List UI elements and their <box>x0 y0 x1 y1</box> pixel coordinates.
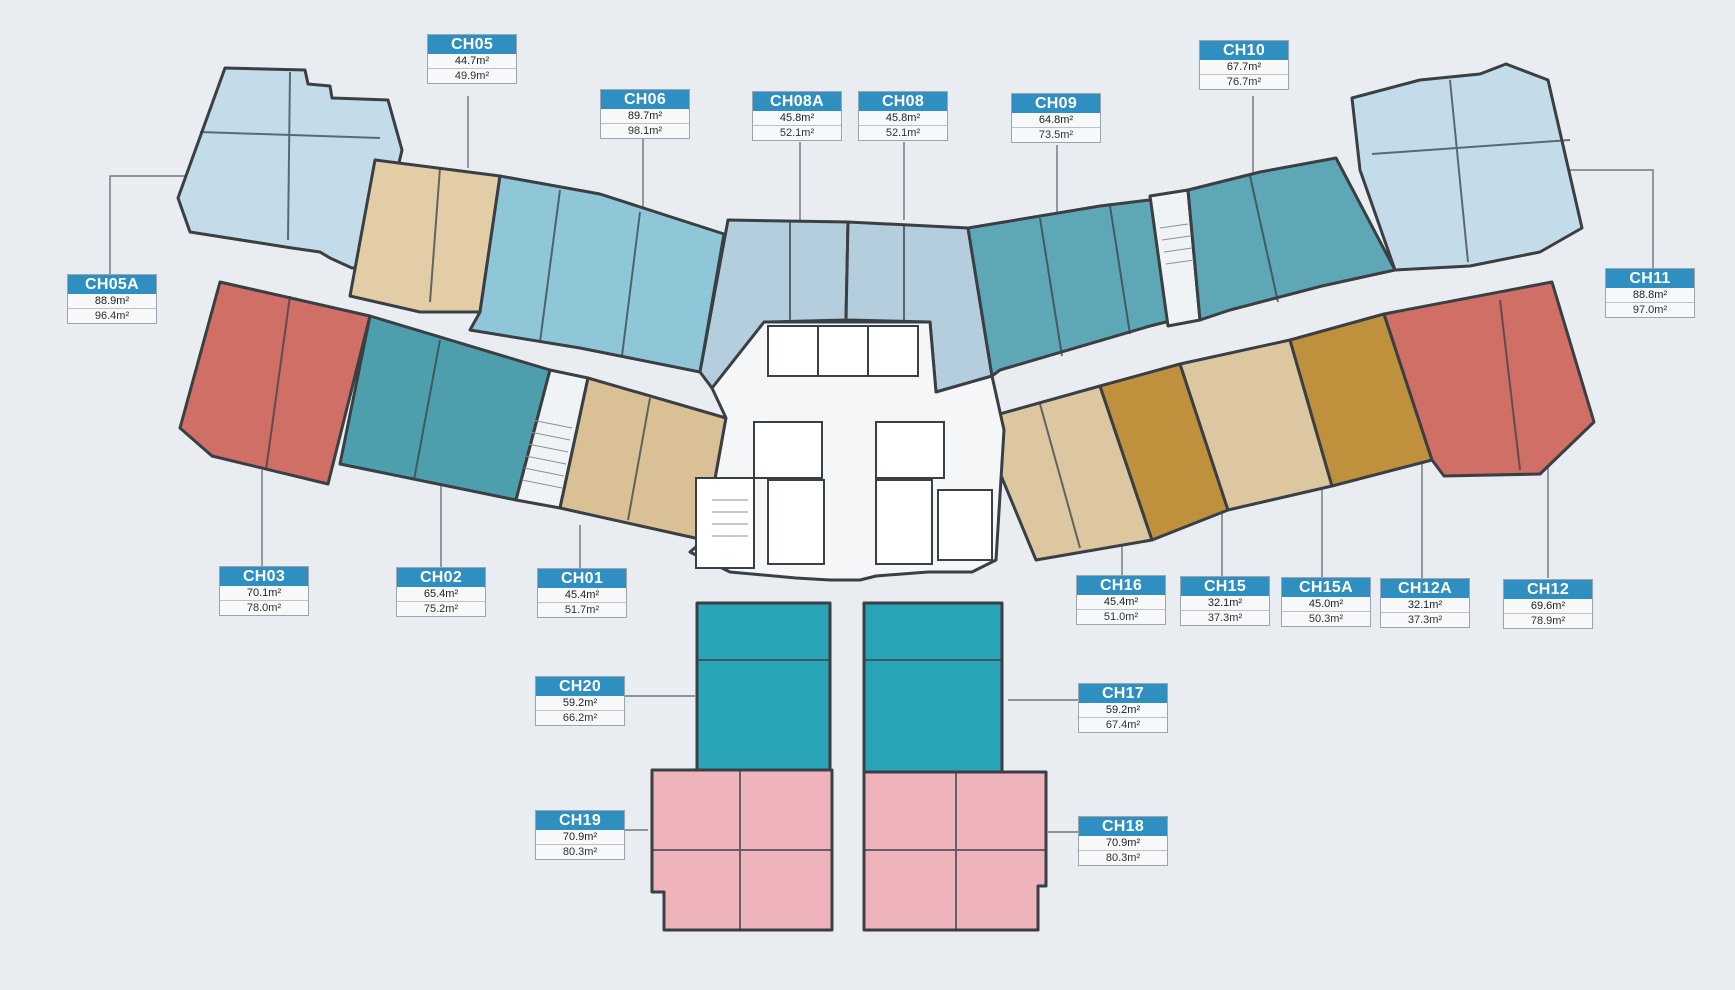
unit-area-net: 88.9m² <box>68 294 156 309</box>
unit-area-net: 45.0m² <box>1282 597 1370 612</box>
unit-label-ch15a: CH15A 45.0m² 50.3m² <box>1281 577 1371 627</box>
unit-code: CH20 <box>536 677 624 696</box>
unit-label-ch05: CH05 44.7m² 49.9m² <box>427 34 517 84</box>
unit-area-gross: 98.1m² <box>627 125 663 137</box>
unit-code: CH11 <box>1606 269 1694 288</box>
unit-label-ch06: CH06 89.7m² 98.1m² <box>600 89 690 139</box>
unit-ch05-block <box>348 158 502 314</box>
unit-area-gross: 66.2m² <box>562 712 598 724</box>
unit-label-ch11: CH11 88.8m² 97.0m² <box>1605 268 1695 318</box>
unit-code: CH10 <box>1200 41 1288 60</box>
unit-area-net: 45.4m² <box>538 588 626 603</box>
unit-area-net: 45.8m² <box>859 111 947 126</box>
unit-ch03-block <box>178 280 372 486</box>
unit-area-net: 70.9m² <box>1079 836 1167 851</box>
unit-area-gross: 52.1m² <box>779 127 815 139</box>
unit-label-ch18: CH18 70.9m² 80.3m² <box>1078 816 1168 866</box>
unit-label-ch10: CH10 67.7m² 76.7m² <box>1199 40 1289 90</box>
unit-ch10-block <box>1186 156 1397 322</box>
unit-code: CH12A <box>1381 579 1469 598</box>
unit-area-net: 44.7m² <box>428 54 516 69</box>
unit-label-ch12a: CH12A 32.1m² 37.3m² <box>1380 578 1470 628</box>
unit-ch02-block <box>338 314 552 502</box>
unit-area-gross: 80.3m² <box>1105 852 1141 864</box>
unit-label-ch01: CH01 45.4m² 51.7m² <box>537 568 627 618</box>
core-lifts <box>695 325 993 569</box>
unit-code: CH12 <box>1504 580 1592 599</box>
unit-area-gross: 78.0m² <box>246 602 282 614</box>
unit-code: CH03 <box>220 567 308 586</box>
unit-code: CH05 <box>428 35 516 54</box>
unit-label-ch12: CH12 69.6m² 78.9m² <box>1503 579 1593 629</box>
unit-area-gross: 76.7m² <box>1226 76 1262 88</box>
leader-lines <box>109 96 1654 833</box>
unit-code: CH15 <box>1181 577 1269 596</box>
unit-ch11-block <box>1350 62 1584 272</box>
unit-area-gross: 51.0m² <box>1103 611 1139 623</box>
unit-code: CH09 <box>1012 94 1100 113</box>
unit-label-ch08: CH08 45.8m² 52.1m² <box>858 91 948 141</box>
unit-area-net: 70.9m² <box>536 830 624 845</box>
interior-walls <box>199 71 1571 930</box>
unit-code: CH01 <box>538 569 626 588</box>
unit-label-ch09: CH09 64.8m² 73.5m² <box>1011 93 1101 143</box>
unit-area-net: 32.1m² <box>1181 596 1269 611</box>
unit-area-net: 70.1m² <box>220 586 308 601</box>
unit-label-ch05a: CH05A 88.9m² 96.4m² <box>67 274 157 324</box>
unit-code: CH02 <box>397 568 485 587</box>
unit-area-gross: 67.4m² <box>1105 719 1141 731</box>
unit-area-gross: 51.7m² <box>564 604 600 616</box>
stair-treads <box>521 223 1195 537</box>
unit-area-net: 89.7m² <box>601 109 689 124</box>
unit-label-ch08a: CH08A 45.8m² 52.1m² <box>752 91 842 141</box>
unit-ch20-block <box>695 601 832 777</box>
unit-area-gross: 37.3m² <box>1407 614 1443 626</box>
unit-area-gross: 96.4m² <box>94 310 130 322</box>
unit-ch12-block <box>1382 280 1596 478</box>
unit-area-gross: 78.9m² <box>1530 615 1566 627</box>
unit-area-gross: 73.5m² <box>1038 129 1074 141</box>
unit-code: CH08 <box>859 92 947 111</box>
unit-label-ch15: CH15 32.1m² 37.3m² <box>1180 576 1270 626</box>
unit-area-gross: 37.3m² <box>1207 612 1243 624</box>
unit-code: CH08A <box>753 92 841 111</box>
unit-area-net: 65.4m² <box>397 587 485 602</box>
unit-code: CH18 <box>1079 817 1167 836</box>
unit-area-net: 32.1m² <box>1381 598 1469 613</box>
unit-area-gross: 49.9m² <box>454 70 490 82</box>
unit-ch17-block <box>862 601 1004 777</box>
unit-area-gross: 52.1m² <box>885 127 921 139</box>
unit-area-gross: 97.0m² <box>1632 304 1668 316</box>
unit-code: CH17 <box>1079 684 1167 703</box>
unit-area-net: 59.2m² <box>536 696 624 711</box>
unit-code: CH05A <box>68 275 156 294</box>
unit-code: CH19 <box>536 811 624 830</box>
unit-code: CH16 <box>1077 576 1165 595</box>
unit-code: CH06 <box>601 90 689 109</box>
unit-label-ch16: CH16 45.4m² 51.0m² <box>1076 575 1166 625</box>
unit-area-net: 45.4m² <box>1077 595 1165 610</box>
unit-area-gross: 75.2m² <box>423 603 459 615</box>
unit-area-net: 69.6m² <box>1504 599 1592 614</box>
unit-label-ch02: CH02 65.4m² 75.2m² <box>396 567 486 617</box>
unit-area-gross: 80.3m² <box>562 846 598 858</box>
unit-area-gross: 50.3m² <box>1308 613 1344 625</box>
unit-label-ch20: CH20 59.2m² 66.2m² <box>535 676 625 726</box>
unit-area-net: 64.8m² <box>1012 113 1100 128</box>
unit-area-net: 59.2m² <box>1079 703 1167 718</box>
unit-area-net: 88.8m² <box>1606 288 1694 303</box>
unit-label-ch19: CH19 70.9m² 80.3m² <box>535 810 625 860</box>
unit-code: CH15A <box>1282 578 1370 597</box>
unit-area-net: 45.8m² <box>753 111 841 126</box>
unit-ch06-block <box>468 174 726 374</box>
unit-label-ch03: CH03 70.1m² 78.0m² <box>219 566 309 616</box>
unit-area-net: 67.7m² <box>1200 60 1288 75</box>
unit-label-ch17: CH17 59.2m² 67.4m² <box>1078 683 1168 733</box>
